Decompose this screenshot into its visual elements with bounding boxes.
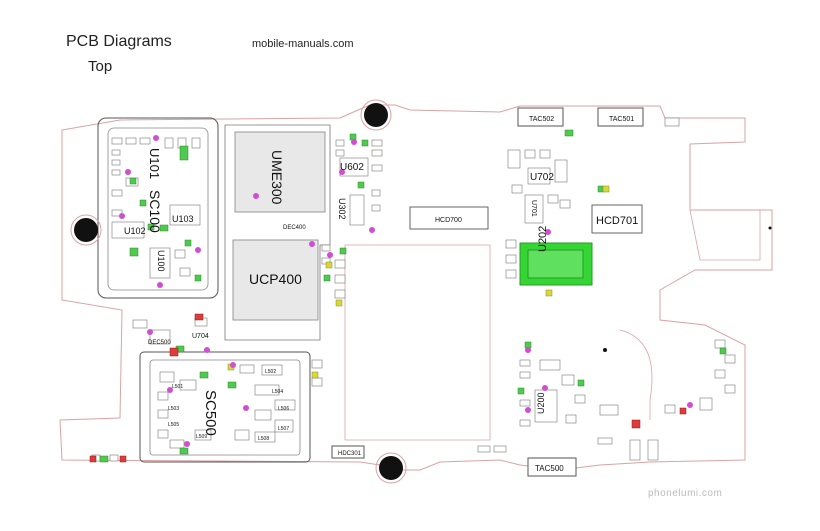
label-u200: U200 [536, 392, 546, 414]
screw-hole-bottom [375, 452, 407, 484]
connector-hdc301 [331, 445, 365, 459]
source-label: mobile-manuals.com [252, 38, 354, 50]
connector-tac500 [527, 457, 577, 477]
label-hcd700: HCD700 [435, 217, 462, 224]
label-dec500: DEC500 [148, 340, 171, 346]
label-u704: U704 [192, 333, 209, 340]
label-sc100: SC100 [147, 190, 163, 233]
shield-bottom [139, 351, 311, 463]
page-title: PCB Diagrams [66, 33, 172, 50]
label-u302: U302 [337, 198, 347, 220]
label-hcd701: HCD701 [596, 215, 638, 227]
connector-tac502 [517, 107, 564, 127]
label-u103: U103 [172, 214, 194, 224]
label-l505: L505 [168, 422, 179, 428]
chip-hcd700 [409, 206, 489, 230]
shield-left [97, 117, 219, 299]
label-ume300: UME300 [269, 150, 285, 205]
label-tac500: TAC500 [535, 464, 564, 473]
label-u702: U702 [530, 172, 554, 183]
label-dec400: DEC400 [283, 225, 306, 231]
label-u101: U101 [147, 148, 162, 179]
watermark: phonelumi.com [648, 488, 723, 499]
label-sc500: SC500 [202, 390, 219, 436]
label-l504: L504 [272, 389, 283, 395]
label-l506: L506 [278, 406, 289, 412]
label-u701: U701 [530, 200, 537, 217]
chip-ucp400 [232, 239, 319, 321]
label-l509: L509 [196, 434, 207, 440]
page-subtitle: Top [88, 58, 113, 75]
label-u202: U202 [537, 226, 549, 252]
label-tac501: TAC501 [609, 116, 634, 123]
connector-tac501 [597, 107, 644, 127]
label-l503: L503 [168, 406, 179, 412]
red-components [89, 313, 687, 463]
chip-hcd701 [591, 204, 643, 234]
label-l501: L501 [172, 384, 183, 390]
green-components [99, 129, 727, 463]
label-u102: U102 [124, 226, 146, 236]
label-u100: U100 [156, 250, 166, 272]
label-tac502: TAC502 [529, 116, 554, 123]
label-ucp400: UCP400 [249, 271, 302, 287]
label-u602: U602 [340, 162, 364, 173]
board-outline [59, 104, 773, 471]
chip-ume300 [234, 131, 326, 213]
label-l507: L507 [278, 426, 289, 432]
label-l502: L502 [265, 369, 276, 375]
screw-hole-left [70, 214, 102, 246]
label-hdc301: HDC301 [338, 451, 362, 457]
screw-hole-top [360, 99, 392, 131]
test-points [119, 135, 693, 447]
label-l508: L508 [258, 436, 269, 442]
component-cluster [91, 117, 736, 462]
